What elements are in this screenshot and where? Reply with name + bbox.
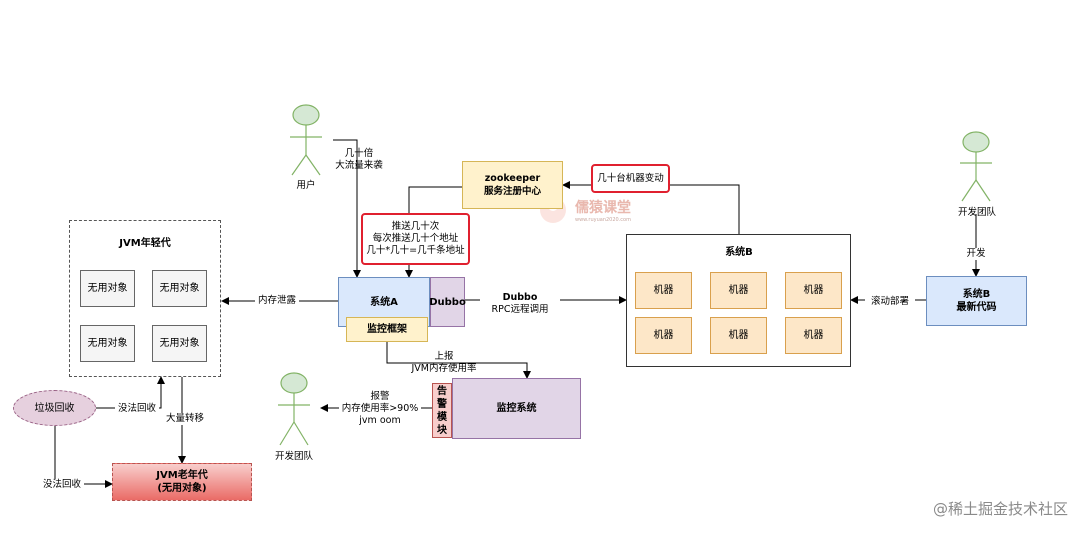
mass-transfer-label: 大量转移 (163, 413, 207, 425)
watermark-center-url: www.ruyuan2020.com (575, 217, 631, 223)
push-info-label: 推送几十次 每次推送几十个地址 几十*几十=几千条地址 (361, 213, 470, 265)
rolling-deploy-label: 滚动部署 (865, 296, 915, 308)
alarm-module-box: 告 警 模 块 (432, 383, 452, 438)
dubbo-rpc-label: Dubbo RPC远程调用 (480, 292, 560, 316)
corner-watermark: @稀土掘金技术社区 (932, 500, 1068, 518)
zookeeper-box: zookeeper 服务注册中心 (462, 161, 563, 209)
monitor-framework-box: 监控框架 (346, 317, 428, 342)
monitor-system-box: 监控系统 (452, 378, 581, 439)
machine-box: 机器 (635, 272, 692, 309)
user-actor-figure (290, 104, 322, 176)
dubbo-box: Dubbo (429, 277, 466, 327)
useless-object-box: 无用对象 (80, 325, 135, 362)
develop-label: 开发 (960, 248, 992, 260)
useless-object-box: 无用对象 (152, 270, 207, 307)
alarm-label: 报警 内存使用率>90% jvm oom (339, 391, 421, 427)
machine-box: 机器 (710, 272, 767, 309)
machine-change-label: 几十台机器变动 (591, 164, 670, 193)
system-b-title: 系统B (725, 247, 753, 258)
useless-object-box: 无用对象 (80, 270, 135, 307)
report-label: 上报 JVM内存使用率 (411, 351, 477, 374)
machine-box: 机器 (635, 317, 692, 354)
user-actor-label: 用户 (296, 180, 316, 191)
traffic-label: 几十倍 大流量来袭 (335, 148, 383, 171)
jvm-young-gen-title: JVM年轻代 (119, 238, 171, 249)
no-recycle-label-top: 没法回收 (115, 403, 159, 415)
machine-box: 机器 (785, 272, 842, 309)
memory-leak-label: 内存泄露 (255, 295, 299, 307)
jvm-young-gen-container (69, 220, 221, 377)
dev-team-bottom-label: 开发团队 (274, 451, 313, 462)
dev-team-right-label: 开发团队 (957, 207, 996, 218)
dev-team-bottom-actor-figure (278, 372, 310, 446)
dev-team-right-actor-figure (960, 131, 992, 202)
no-recycle-label-bottom: 没法回收 (40, 479, 84, 491)
machine-box: 机器 (785, 317, 842, 354)
machine-box: 机器 (710, 317, 767, 354)
useless-object-box: 无用对象 (152, 325, 207, 362)
watermark-center-cn: 儒猿课堂 (575, 200, 631, 216)
system-b-latest-box: 系统B 最新代码 (926, 276, 1027, 326)
jvm-old-gen-box: JVM老年代 (无用对象) (112, 463, 252, 501)
gc-ellipse: 垃圾回收 (13, 390, 96, 426)
